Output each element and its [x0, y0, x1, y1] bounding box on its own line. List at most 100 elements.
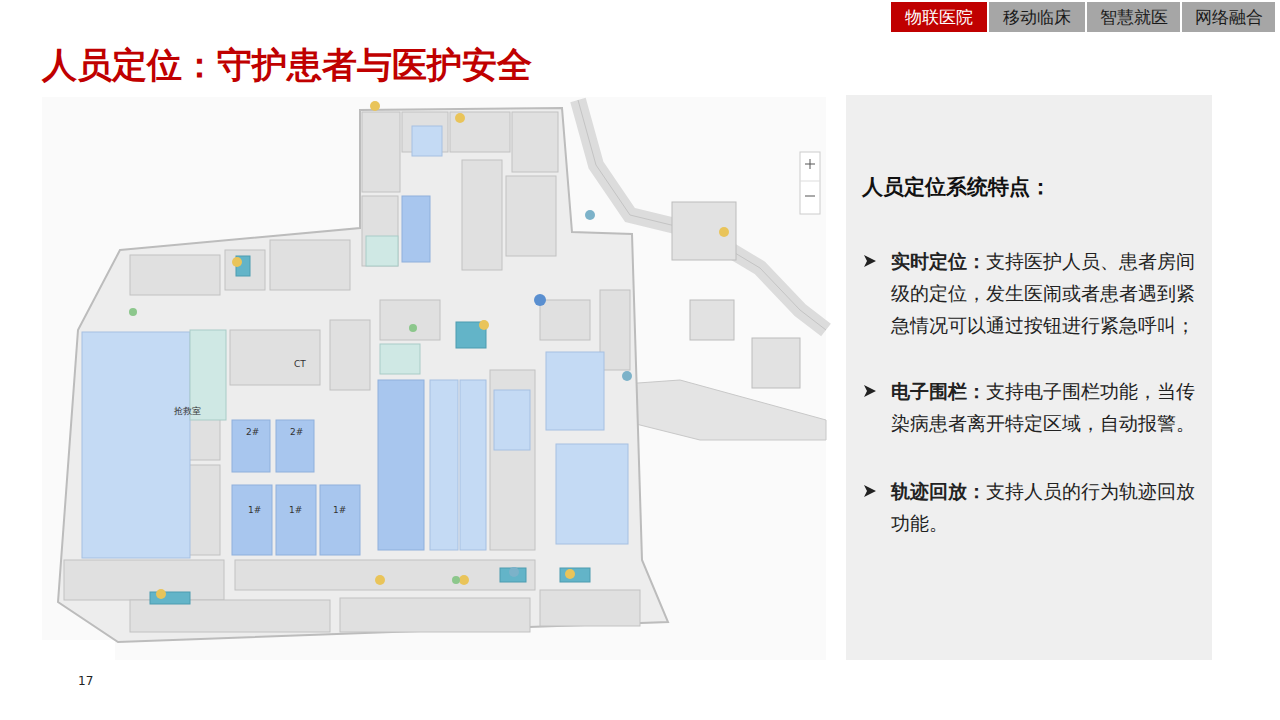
map-shape [64, 560, 224, 600]
map-shape [58, 108, 668, 642]
map-shape [82, 126, 628, 558]
map-shape [556, 444, 628, 544]
map-shape [800, 152, 820, 214]
map-shape [402, 196, 430, 262]
map-shape [509, 210, 632, 577]
bullet-item: 轨迹回放：支持人员的行为轨迹回放功能。 [891, 475, 1203, 539]
map-shape [82, 332, 190, 558]
map-shape [462, 160, 502, 270]
nav-tab: 移动临床 [989, 2, 1085, 32]
map-shape [460, 380, 486, 550]
map-shape [719, 227, 729, 237]
bullet-term: 实时定位： [891, 250, 986, 272]
map-shape [864, 255, 876, 267]
map-shape [235, 560, 535, 590]
slide-title: 人员定位：守护患者与医护安全 [42, 42, 532, 89]
map-shape [276, 485, 316, 555]
map-shape [540, 590, 640, 626]
map-shape [409, 324, 417, 332]
map-shape [672, 202, 736, 260]
map-shape [130, 255, 220, 295]
map-shape [800, 181, 820, 182]
map-shape [500, 568, 526, 582]
map-shape [156, 101, 729, 599]
map-shape [129, 308, 460, 584]
map-shape [276, 420, 314, 472]
map-shape [130, 600, 330, 632]
map-shape [452, 576, 460, 584]
nav-tab: 物联医院 [891, 2, 987, 32]
map-shape [330, 320, 370, 390]
map-shape [270, 240, 350, 290]
map-shape [494, 390, 530, 450]
map-shape [232, 257, 242, 267]
map-shape [810, 159, 811, 169]
tab-label: 物联医院 [905, 6, 973, 29]
map-shape [190, 236, 420, 420]
map-shape [225, 250, 265, 290]
map-shape [560, 568, 590, 582]
map-shape [375, 575, 385, 585]
map-shape [610, 380, 826, 440]
map-shape [864, 385, 876, 397]
map-shape [380, 300, 440, 340]
page-number: 17 [78, 674, 93, 688]
map-shape [805, 196, 815, 197]
map-shape [864, 485, 876, 497]
room-number: 1# [333, 506, 346, 515]
room-label: 抢救室 [174, 407, 201, 416]
map-shape [752, 338, 800, 388]
map-shape [672, 202, 800, 388]
map-shape [864, 255, 876, 497]
feature-panel: 人员定位系统特点：实时定位：支持医护人员、患者房间级的定位，发生医闹或者患者遇到… [846, 95, 1212, 660]
map-shape [430, 380, 458, 550]
map-shape [150, 240, 786, 604]
map-shape [509, 567, 519, 577]
map-shape [622, 371, 632, 381]
map-shape [129, 308, 137, 316]
map-shape [540, 300, 590, 340]
room-number: 2# [290, 428, 303, 437]
map-shape [846, 95, 1212, 660]
map-shape [690, 300, 734, 340]
panel-heading: 人员定位系统特点： [862, 173, 1051, 201]
map-shape [362, 112, 400, 192]
map-shape [490, 370, 535, 550]
map-shape [232, 485, 272, 555]
map-shape [378, 380, 424, 550]
map-shape [565, 569, 575, 579]
map-shape [459, 575, 469, 585]
room-number: 1# [289, 506, 302, 515]
map-shape [64, 112, 640, 632]
bullet-term: 电子围栏： [891, 380, 986, 402]
map-shape [534, 294, 546, 306]
map-shape [340, 598, 530, 632]
nav-tab: 智慧就医 [1087, 2, 1180, 32]
map-shape [366, 236, 398, 266]
map-shape [380, 344, 420, 374]
map-shape [370, 101, 380, 111]
tab-label: 网络融合 [1195, 6, 1263, 29]
tab-label: 智慧就医 [1100, 6, 1168, 29]
map-shape [450, 112, 510, 152]
room-number: 1# [248, 506, 261, 515]
map-shape [232, 196, 430, 555]
map-shape [506, 176, 556, 256]
map-shape [512, 112, 558, 172]
map-shape [362, 196, 398, 266]
map-shape [455, 113, 465, 123]
tab-label: 移动临床 [1003, 6, 1071, 29]
room-number: 2# [246, 428, 259, 437]
map-shape [546, 352, 604, 430]
bullet-item: 电子围栏：支持电子围栏功能，当传染病患者离开特定区域，自动报警。 [891, 375, 1203, 439]
map-shape [230, 330, 320, 385]
bullet-term: 轨迹回放： [891, 480, 986, 502]
nav-tab: 网络融合 [1182, 2, 1275, 32]
map-shape [320, 485, 360, 555]
map-shape [412, 126, 442, 156]
map-shape [150, 592, 190, 604]
map-shape [585, 210, 595, 220]
map-shape [156, 589, 166, 599]
